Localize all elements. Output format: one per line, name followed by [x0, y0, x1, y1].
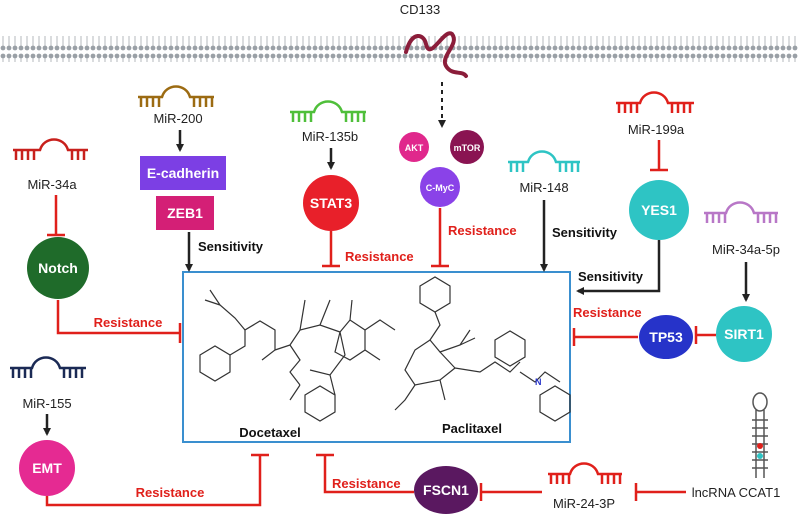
cd133-label: CD133 — [400, 2, 440, 17]
cmyc-resistance-label: Resistance — [448, 223, 517, 238]
zeb1-label: ZEB1 — [167, 205, 203, 221]
fscn1-resistance-label: Resistance — [332, 476, 401, 491]
mir34a-label: MiR-34a — [27, 177, 77, 192]
mirna-icon-mir199a — [616, 91, 694, 113]
stat3-resistance-label: Resistance — [345, 249, 414, 264]
notch-resistance-line — [56, 300, 182, 343]
akt-label: AKT — [405, 143, 424, 153]
mtor-node — [450, 130, 484, 164]
stat3-node — [303, 175, 359, 231]
fscn1-node — [414, 466, 478, 514]
inhibit-tp53-drug — [572, 328, 638, 346]
sirt1-label: SIRT1 — [724, 326, 764, 342]
notch-node — [27, 237, 89, 299]
mir34a5p-label: MiR-34a-5p — [712, 242, 780, 257]
mirna-icon-mir155 — [10, 356, 86, 378]
fscn1-label: FSCN1 — [423, 482, 469, 498]
mir199a-label: MiR-199a — [628, 122, 685, 137]
lncrna-label: lncRNA CCAT1 — [692, 485, 781, 500]
mirna-icon-mir135b — [290, 100, 366, 122]
emt-node — [19, 440, 75, 496]
mir148-label: MiR-148 — [519, 180, 568, 195]
arrow-yes1-drug — [576, 240, 661, 295]
docetaxel-structure — [199, 289, 396, 422]
inhibit-mir199a-yes1 — [650, 140, 668, 172]
ecadherin-node — [140, 156, 226, 190]
mirna-icon-mir200 — [138, 85, 214, 107]
yes1-node — [629, 180, 689, 240]
emt-resistance-label: Resistance — [136, 485, 205, 500]
mirna-icon-mir34a — [13, 138, 88, 160]
mirna-icon-mir148 — [508, 150, 580, 172]
zeb1-sensitivity-label: Sensitivity — [198, 239, 264, 254]
paclitaxel-label: Paclitaxel — [442, 421, 502, 436]
inhibit-lncrna-mir243p — [634, 483, 686, 501]
emt-resistance-line — [45, 453, 269, 507]
docetaxel-label: Docetaxel — [239, 425, 300, 440]
cd133-protein — [404, 31, 468, 78]
inhibit-mir34a-notch — [47, 195, 65, 237]
emt-label: EMT — [32, 460, 62, 476]
mirna-icon-mir34a5p — [704, 201, 778, 223]
cmyc-label: C-MyC — [426, 183, 455, 193]
mtor-label: mTOR — [454, 143, 481, 153]
tp53-node — [639, 315, 693, 359]
yes1-sensitivity-label: Sensitivity — [578, 269, 644, 284]
mir135b-label: MiR-135b — [302, 129, 358, 144]
cell-membrane — [0, 36, 798, 62]
mir148-sensitivity-label: Sensitivity — [552, 225, 618, 240]
mir200-label: MiR-200 — [153, 111, 202, 126]
inhibit-sirt1-tp53 — [694, 326, 716, 344]
cmyc-node — [420, 167, 460, 207]
lncrna-hairpin-icon — [752, 392, 768, 478]
inhibit-mir243p-fscn1 — [479, 483, 542, 501]
sirt1-node — [716, 306, 772, 362]
mirna-icon-mir243p — [548, 462, 622, 484]
inhibit-stat3-drug — [322, 231, 340, 268]
paclitaxel-structure — [394, 276, 571, 422]
mir243p-label: MiR-24-3P — [553, 496, 615, 511]
mir155-label: MiR-155 — [22, 396, 71, 411]
nitrogen-atom: N — [535, 377, 542, 387]
notch-resistance-label: Resistance — [94, 315, 163, 330]
fscn1-resistance-line — [316, 453, 414, 494]
tp53-label: TP53 — [649, 329, 683, 345]
yes1-label: YES1 — [641, 202, 677, 218]
inhibit-cmyc-drug — [431, 208, 449, 268]
akt-node — [399, 132, 429, 162]
zeb1-node — [156, 196, 214, 230]
notch-label: Notch — [38, 260, 78, 276]
ecadherin-label: E-cadherin — [147, 165, 219, 181]
tp53-resistance-label: Resistance — [573, 305, 642, 320]
stat3-label: STAT3 — [310, 195, 352, 211]
